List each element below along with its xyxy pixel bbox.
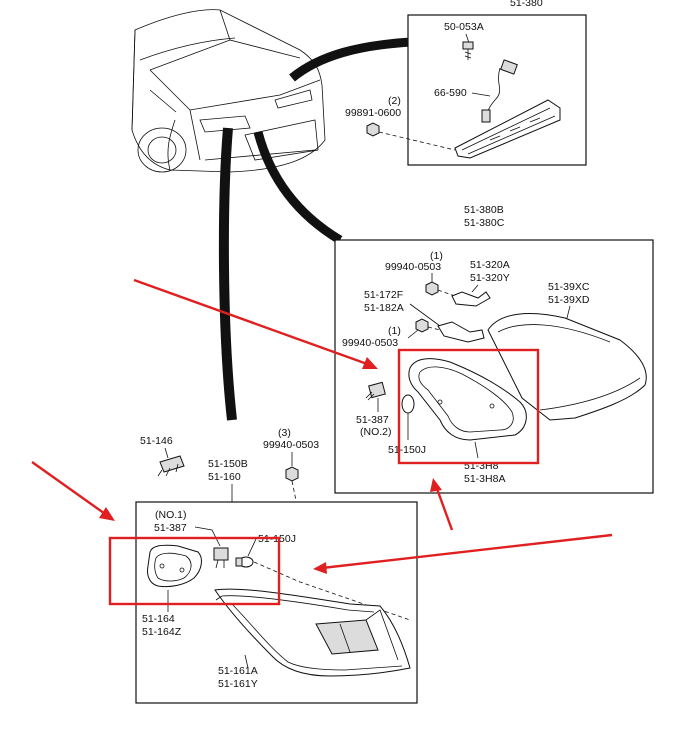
label-no2: (NO.2) (360, 426, 392, 438)
harness-66-590 (481, 59, 518, 123)
label-51-3h8a: 51-3H8A (464, 473, 505, 485)
label-51-146: 51-146 (140, 435, 173, 447)
arrow-to-outer-lamp (313, 533, 613, 574)
bracket-51-320a (451, 291, 491, 307)
label-99940-0503-mid: 99940-0503 (342, 337, 398, 349)
lamp-51-161a (214, 588, 411, 677)
label-51-39xd: 51-39XD (548, 294, 590, 306)
bulb-51-150j-right (401, 394, 415, 414)
screw-50-053a (462, 41, 474, 60)
bulb-socket-51-387-right (365, 381, 386, 401)
label-99891-0600: 99891-0600 (345, 107, 401, 119)
label-51-387-left: 51-387 (154, 522, 187, 534)
label-51-320a: 51-320A (470, 259, 510, 271)
nut-99940-mid (415, 318, 429, 333)
lamp-high-mount (454, 99, 561, 159)
label-51-39xc: 51-39XC (548, 281, 590, 293)
label-51-380b: 51-380B (464, 204, 504, 216)
label-99891-qty: (2) (388, 95, 401, 107)
label-51-172f: 51-172F (364, 289, 403, 301)
nut-99891 (366, 122, 380, 137)
label-99940-top-qty: (1) (430, 250, 443, 262)
label-51-380c: 51-380C (464, 217, 505, 229)
label-51-164z: 51-164Z (142, 626, 182, 638)
lens-51-39xc (487, 313, 647, 421)
label-66-590: 66-590 (434, 87, 467, 99)
arrow-to-socket-right (133, 278, 378, 369)
label-99940-low-qty: (3) (278, 427, 291, 439)
gasket-51-164 (147, 544, 202, 588)
nut-99940-top (425, 281, 439, 296)
arrow-to-inner-box (430, 478, 454, 531)
label-51-320y: 51-320Y (470, 272, 510, 284)
box-outer-lamp: (NO.1) 51-387 51-150J 51-164 51-164Z (135, 501, 418, 704)
box-high-mount-lamp: 51-380 50-053A 66-590 (2) 99891-0600 (345, 0, 587, 166)
label-51-161y: 51-161Y (218, 678, 258, 690)
label-51-161a: 51-161A (218, 665, 258, 677)
bulb-51-150j-left (235, 556, 254, 568)
leader-bands (218, 37, 413, 421)
label-51-387-right: 51-387 (356, 414, 389, 426)
label-50-053a: 50-053A (444, 21, 484, 33)
label-51-380: 51-380 (510, 0, 543, 9)
label-51-150j-right: 51-150J (388, 444, 426, 456)
label-51-182a: 51-182A (364, 302, 404, 314)
label-51-3h8: 51-3H8 (464, 460, 499, 472)
label-99940-0503-top: 99940-0503 (385, 261, 441, 273)
box-inner-lamp: 51-380B 51-380C (1) 99940-0503 51-320A 5… (334, 204, 654, 494)
label-99940-mid-qty: (1) (388, 325, 401, 337)
label-99940-0503-low: 99940-0503 (263, 439, 319, 451)
label-51-164: 51-164 (142, 613, 175, 625)
nut-99940-low (285, 466, 299, 482)
red-annotations (31, 278, 613, 606)
bracket-51-172f (437, 321, 485, 343)
bulb-socket-51-387-left (213, 547, 229, 569)
highlight-box-inner-gasket (397, 348, 540, 465)
label-51-150b: 51-150B (208, 458, 248, 470)
gasket-51-3h8 (408, 358, 527, 441)
label-no1: (NO.1) (155, 509, 187, 521)
arrow-to-bottom-box (31, 461, 115, 521)
socket-51-146 (157, 455, 185, 477)
highlight-box-outer-gasket (108, 536, 281, 606)
label-51-160: 51-160 (208, 471, 241, 483)
